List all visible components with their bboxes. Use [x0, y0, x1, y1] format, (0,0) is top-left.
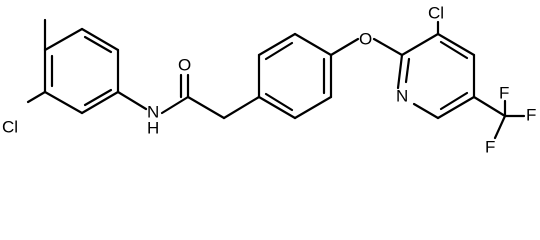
carbonyl-oxygen-label: O [178, 55, 191, 74]
bond [43, 27, 84, 52]
chlorine-atom-label: Cl [428, 3, 444, 22]
bond [43, 90, 84, 115]
bond-amide [160, 95, 190, 115]
bond-ch2 [186, 95, 226, 120]
ether-oxygen-label: O [359, 29, 372, 48]
bond [293, 95, 333, 120]
fluorine-atom-label: F [499, 83, 509, 102]
bond-n [116, 90, 148, 111]
bond [257, 32, 297, 57]
bond-inner [83, 88, 113, 107]
bond [293, 32, 333, 57]
bond-ether [329, 37, 360, 57]
bond [436, 32, 476, 57]
bond-inner [404, 57, 411, 84]
bond-inner [83, 35, 113, 54]
bonds [26, 18, 526, 140]
bond-cf [493, 114, 507, 140]
bond [80, 27, 120, 52]
bond-inner [264, 92, 294, 112]
pyridine-nitrogen-label: N [396, 86, 408, 105]
bond [412, 102, 440, 120]
bond [396, 53, 404, 90]
structure-svg: Cl N H O O Cl N F F F [2, 3, 536, 156]
bond [257, 95, 297, 120]
atom-labels: Cl N H O O Cl N F F F [2, 3, 536, 156]
bond [80, 90, 120, 115]
bond-cl-left [26, 90, 47, 104]
amide-hydrogen-label: H [147, 118, 159, 137]
bond-inner [439, 40, 469, 60]
bond-cf3 [472, 95, 507, 118]
bond [400, 32, 440, 57]
bond [436, 95, 476, 120]
bond-ch2 [222, 95, 261, 120]
fluorine-atom-label: F [526, 105, 536, 124]
bond-inner [439, 91, 469, 111]
chlorine-atom-label: Cl [2, 117, 18, 136]
bond-ether [372, 37, 404, 57]
molecule-diagram: Cl N H O O Cl N F F F [2, 3, 536, 156]
amide-nitrogen-label: N [147, 102, 159, 121]
fluorine-atom-label: F [485, 137, 495, 156]
bond-inner [264, 41, 294, 61]
